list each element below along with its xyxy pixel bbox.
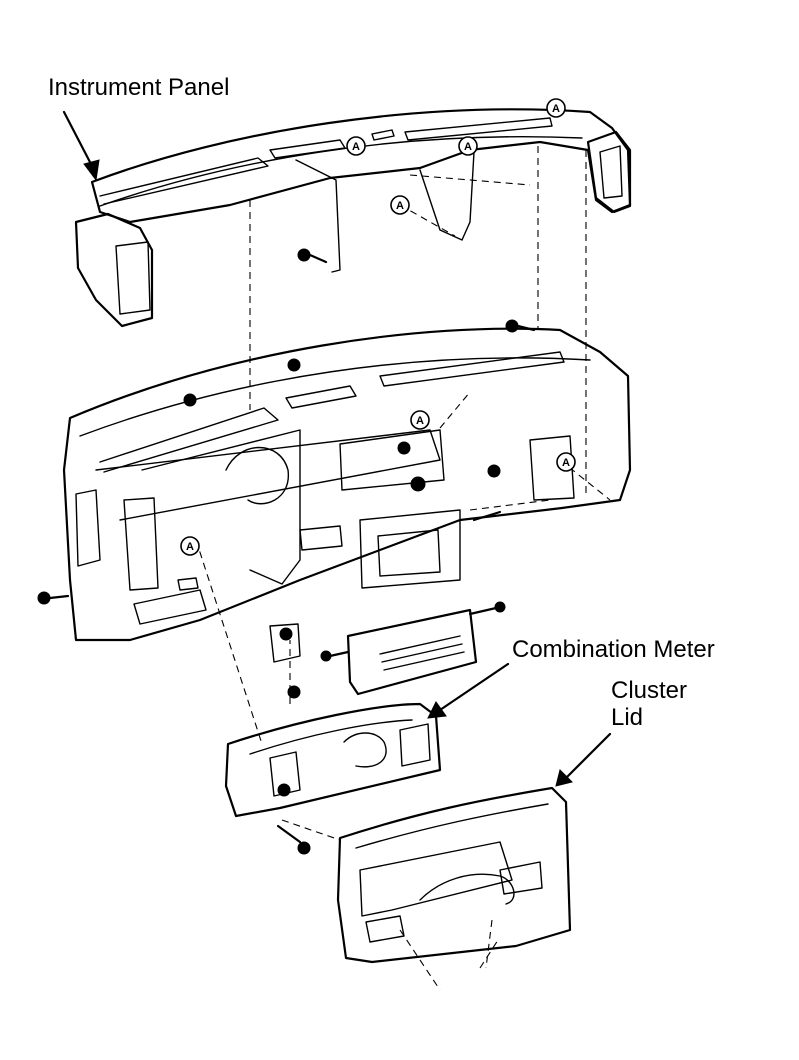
svg-text:A: A [352, 141, 360, 153]
cluster-lid [336, 786, 572, 964]
reference-marker-icon: A [346, 136, 366, 156]
reference-marker-icon: A [458, 136, 478, 156]
reference-marker-icon: A [546, 98, 566, 118]
svg-text:A: A [552, 103, 560, 115]
reference-marker-icon: A [410, 410, 430, 430]
cluster-lid-label-line2: Lid [611, 704, 644, 731]
screw-icon [297, 248, 328, 264]
alignment-lines [195, 146, 611, 991]
reference-marker-icon: A [180, 536, 200, 556]
svg-text:A: A [562, 457, 570, 469]
svg-text:A: A [464, 141, 472, 153]
reference-marker-icon: A [390, 195, 410, 215]
instrument-panel-label: Instrument Panel [48, 74, 230, 101]
cluster-lid-label-line1: Cluster [611, 677, 688, 704]
dashboard-body [62, 327, 632, 642]
svg-text:A: A [416, 415, 424, 427]
cluster-frame [224, 702, 442, 855]
instrument-panel-pad [74, 108, 632, 328]
combination-meter [269, 601, 506, 699]
svg-text:A: A [396, 200, 404, 212]
reference-marker-icon: A [556, 452, 576, 472]
combination-meter-label: Combination Meter [512, 636, 715, 663]
leader-arrows [62, 110, 612, 787]
svg-text:A: A [186, 541, 194, 553]
cluster-lid-label: Cluster Lid [611, 677, 687, 731]
fastener-icon [37, 319, 536, 605]
